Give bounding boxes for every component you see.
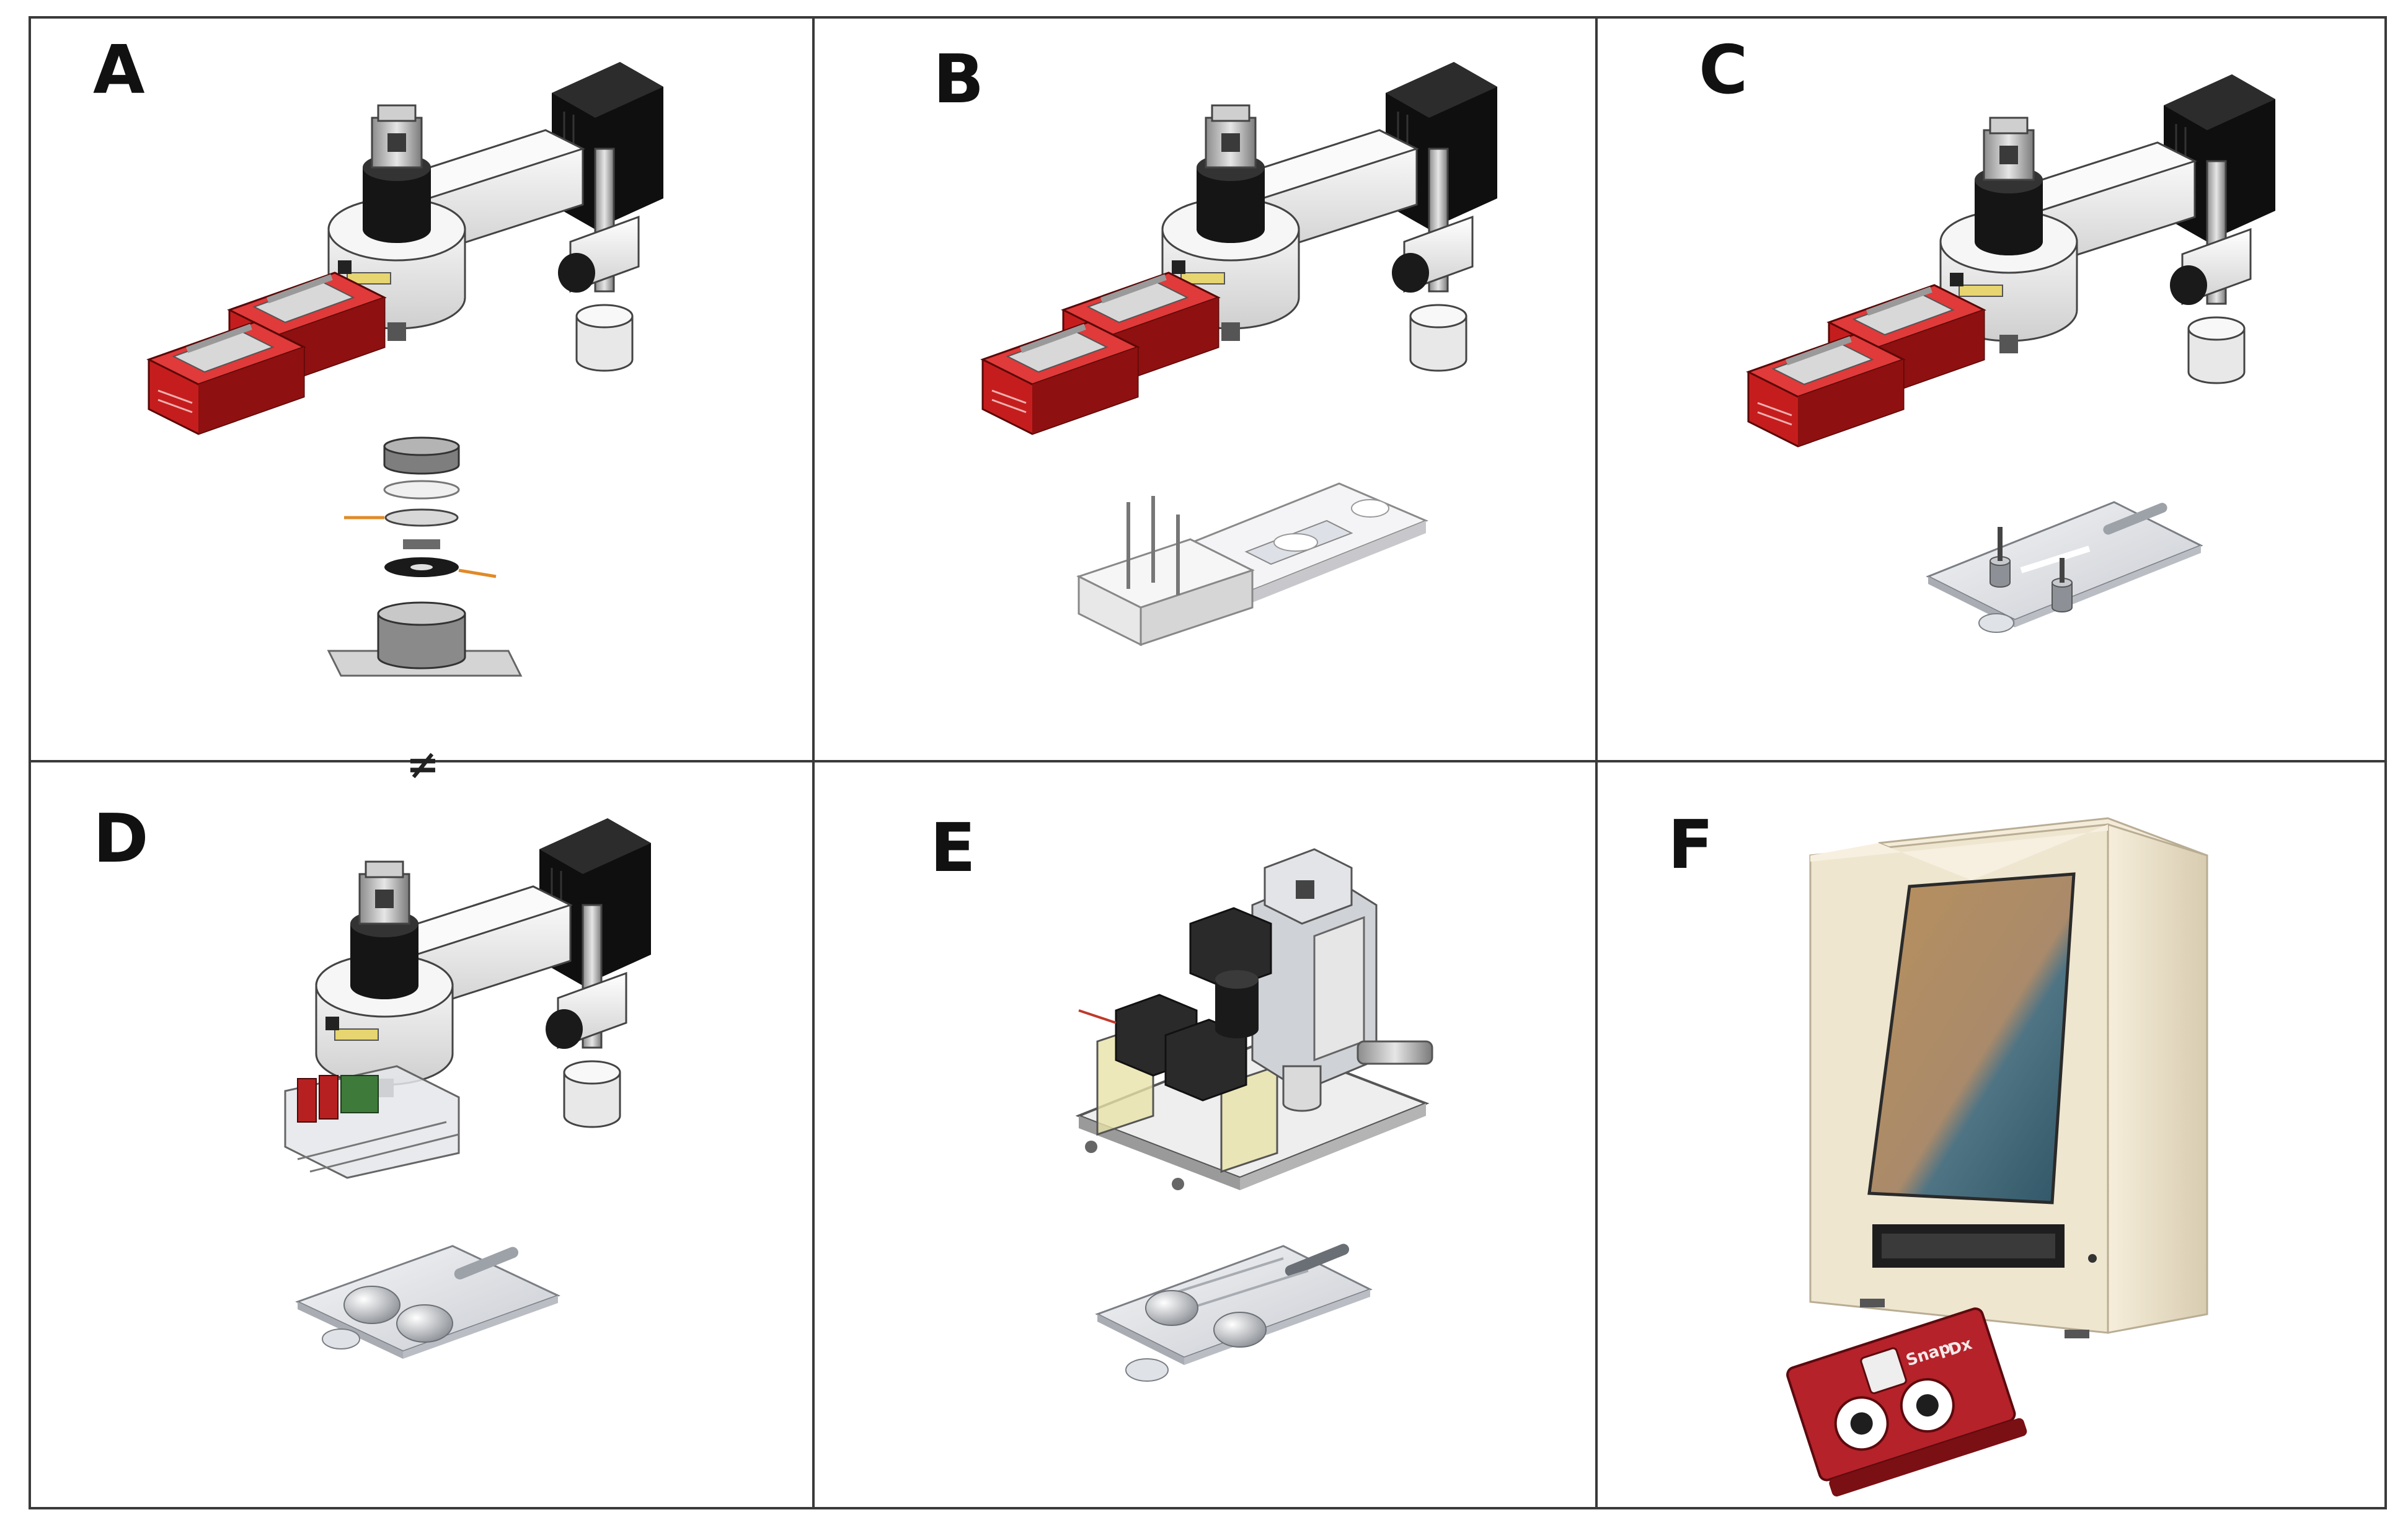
panel-a: A ≠	[93, 32, 665, 788]
panel-f-label: F	[1668, 806, 1714, 884]
panel-c-instrument	[1939, 73, 2277, 384]
panel-b-label: B	[933, 41, 984, 118]
panel-f-benchtop-device	[1809, 817, 2208, 1338]
panel-b: B	[933, 41, 1498, 647]
panel-d-label: D	[93, 800, 149, 878]
panel-d-blister-chip	[296, 1244, 559, 1360]
panel-f: F Snap Dx	[1668, 806, 2208, 1497]
panel-b-pump-front	[981, 321, 1139, 435]
stray-mark: ≠	[406, 742, 440, 788]
panel-e: E	[930, 810, 1433, 1382]
panel-c-label: C	[1699, 32, 1748, 109]
panel-c: C	[1699, 32, 2277, 633]
panel-c-port-chip	[1926, 501, 2203, 633]
panel-grid	[29, 16, 2387, 1509]
panel-e-cartridge	[1095, 1244, 1373, 1382]
panel-e-label: E	[930, 810, 976, 887]
panel-a-label: A	[93, 32, 145, 109]
panel-d-integrated-pumps	[284, 1065, 460, 1179]
panel-a-pump-front	[148, 321, 305, 435]
panel-c-pump-front	[1747, 334, 1905, 448]
panel-a-disc-stack	[327, 436, 523, 677]
panel-f-red-cartridge: Snap Dx	[1786, 1307, 2027, 1497]
panel-b-slide-chip	[1076, 482, 1428, 647]
panel-e-compact-instrument	[1075, 848, 1433, 1190]
panel-d: D	[93, 800, 652, 1360]
